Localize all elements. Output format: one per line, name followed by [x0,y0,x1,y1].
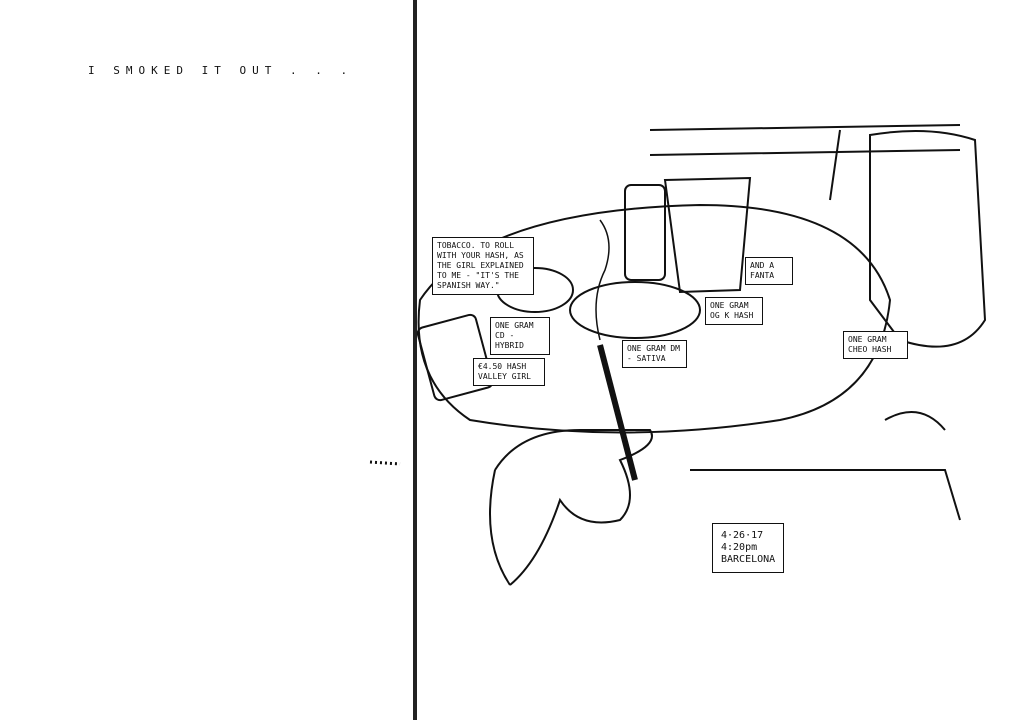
label-fanta: and a Fanta [745,257,793,285]
label-og-k-hash: One gram OG K hash [705,297,763,325]
chair-back [869,130,987,348]
time-text: 4:20pm [721,542,758,553]
hand [489,429,653,586]
place-text: BARCELONA [721,554,776,565]
ashtray [569,281,701,339]
label-cheo-hash: One gram Cheo hash [843,331,908,359]
wall-lines [649,124,961,201]
label-cd-hybrid: One gram CD - hybrid [490,317,550,355]
smoke [595,219,610,341]
label-dm-sativa: One gram DM - sativa [622,340,687,368]
label-tobacco: Tobacco. To roll with your hash, as the … [432,237,534,295]
date-box: 4·26·17 4:20pm BARCELONA [712,523,785,573]
joint [597,344,638,481]
page-title: I SMOKED IT OUT . . . [88,64,354,77]
table-outline [417,203,892,434]
knee [690,411,961,521]
label-valley-girl: €4.50 hash Valley Girl [473,358,545,386]
sketchbook-spine [413,0,417,720]
left-page-mark [369,460,401,466]
date-text: 4·26·17 [721,530,764,541]
glass [663,176,752,294]
phone [416,313,494,402]
fanta-can [624,184,666,281]
